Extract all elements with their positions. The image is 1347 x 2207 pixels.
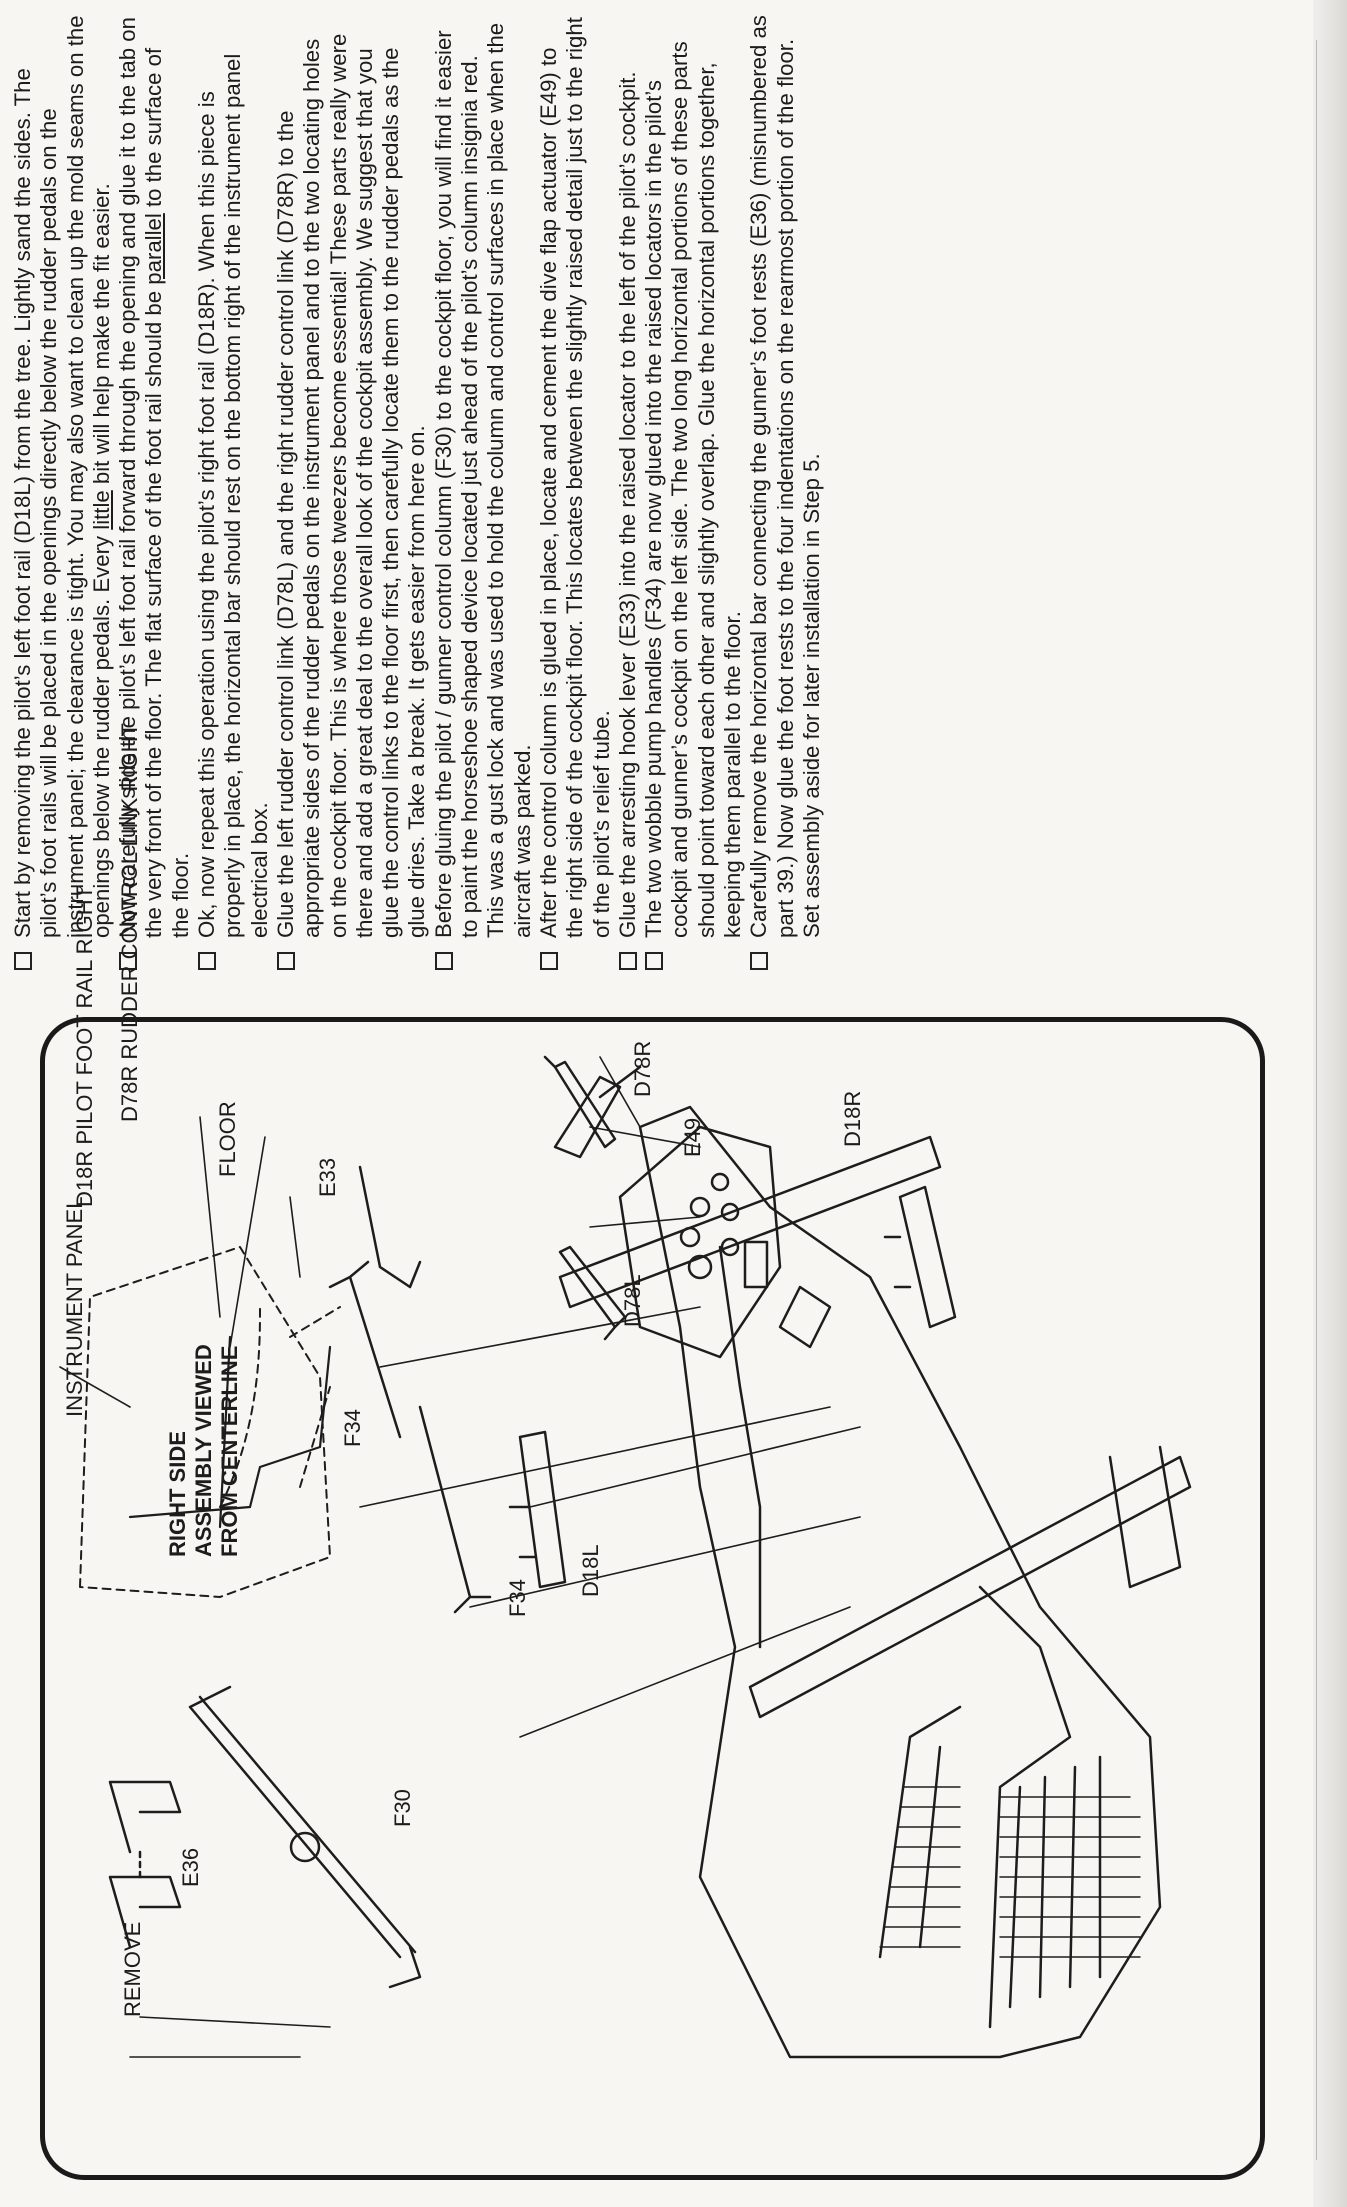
- e49-part: [553, 1065, 642, 1159]
- instrument-panel: [618, 1125, 782, 1359]
- step-text: Glue the arresting hook lever (E33) into…: [614, 71, 640, 938]
- step-8: The two wobble pump handles (F34) are no…: [641, 12, 746, 972]
- part-label-e33: E33: [315, 1157, 340, 1197]
- step-checkbox[interactable]: [14, 952, 32, 970]
- step-checkbox[interactable]: [276, 952, 295, 970]
- step-7: Glue the arresting hook lever (E33) into…: [615, 12, 641, 972]
- step-5: Before gluing the pilot / gunner control…: [431, 12, 536, 972]
- label-instrument-panel: INSTRUMENT PANEL: [62, 1196, 87, 1417]
- part-label-f34-lower: F34: [505, 1579, 530, 1617]
- step-checkbox[interactable]: [750, 952, 769, 970]
- step-checkbox[interactable]: [645, 952, 664, 970]
- cockpit-floor: [638, 1105, 1162, 2059]
- emphasis-text: little: [88, 490, 114, 530]
- part-label-f34-upper: F34: [340, 1409, 365, 1447]
- emphasis-text: parallel: [141, 213, 167, 285]
- part-label-d18l: D18L: [578, 1544, 603, 1597]
- f30-part: [188, 1685, 422, 1989]
- label-remove: REMOVE: [120, 1921, 145, 2017]
- step-3: Ok, now repeat this operation using the …: [194, 12, 273, 972]
- d18r-part: [883, 1185, 957, 1329]
- subassembly-title: RIGHT SIDE ASSEMBLY VIEWED FROM CENTERLI…: [165, 1344, 242, 1557]
- step-text: Glue the left rudder control link (D78L)…: [272, 33, 430, 938]
- step-text: Before gluing the pilot / gunner control…: [430, 22, 535, 938]
- step-1: Start by removing the pilot’s left foot …: [10, 12, 115, 972]
- step-text: The two wobble pump handles (F34) are no…: [641, 41, 746, 938]
- step-text: After the control column is glued in pla…: [535, 17, 614, 938]
- label-d78r-link: D78R RUDDER CONTROL LINK RIGHT: [117, 723, 142, 1122]
- step-checkbox[interactable]: [539, 952, 558, 970]
- step-text: Ok, now repeat this operation using the …: [194, 53, 272, 938]
- d18l-part: [508, 1430, 567, 1589]
- label-floor: FLOOR: [215, 1101, 240, 1177]
- d78r-part: [543, 1055, 617, 1149]
- step-checkbox[interactable]: [434, 952, 453, 970]
- f34-handle-upper: [328, 1260, 402, 1439]
- step-4: Glue the left rudder control link (D78L)…: [273, 12, 431, 972]
- step-checkbox[interactable]: [618, 952, 637, 970]
- part-label-d18r: D18R: [840, 1090, 865, 1147]
- binding-line: [1316, 40, 1317, 2160]
- f34-handle-lower: [418, 1405, 492, 1614]
- step-9: Carefully remove the horizontal bar conn…: [746, 12, 825, 972]
- step-checkbox[interactable]: [198, 952, 217, 970]
- part-label-d78l: D78L: [620, 1274, 645, 1327]
- side-rail: [748, 1455, 1192, 1719]
- part-label-d78r: D78R: [630, 1040, 655, 1097]
- step-text: Carefully remove the horizontal bar conn…: [746, 15, 824, 938]
- part-label-f30: F30: [390, 1789, 415, 1827]
- part-label-e36: E36: [178, 1847, 203, 1887]
- step-text: Start by removing the pilot’s left foot …: [10, 15, 114, 938]
- step-6: After the control column is glued in pla…: [536, 12, 615, 972]
- d78l-part: [558, 1245, 627, 1341]
- page-edge: [1313, 0, 1347, 2207]
- label-d18r-rail: D18R PILOT FOOT RAIL RIGHT: [72, 885, 97, 1207]
- assembly-diagram: [59, 1055, 1192, 2059]
- e33-part: [358, 1165, 422, 1289]
- part-label-e49: E49: [680, 1117, 705, 1157]
